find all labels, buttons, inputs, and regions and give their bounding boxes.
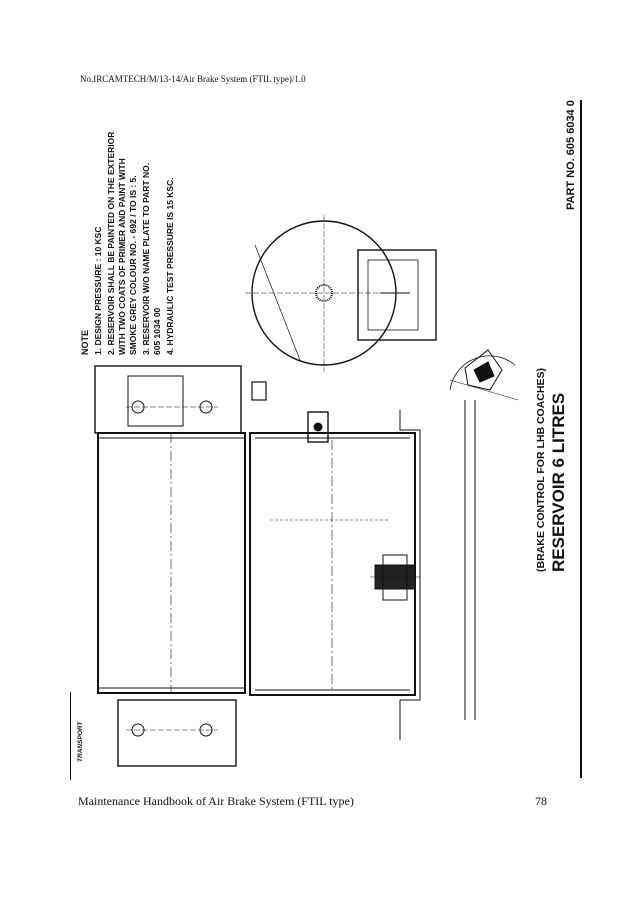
valve-detail-view bbox=[449, 349, 519, 401]
drain-plug-detail bbox=[370, 554, 420, 601]
reservoir-side-view bbox=[97, 432, 246, 694]
note-line: 605 1034 00 bbox=[152, 307, 162, 355]
drawing-notes: NOTE 1. DESIGN PRESSURE : 10 KSC 2. RESE… bbox=[80, 132, 175, 355]
part-number: PART NO. 605 6034 00 bbox=[565, 100, 577, 210]
upper-mounting-bracket bbox=[94, 365, 242, 434]
transport-label: TRANSPORT bbox=[77, 721, 84, 762]
note-line: SMOKE GREY COLOUR NO. - 692 / TO IS : 5. bbox=[128, 175, 138, 355]
drawing-subtitle: (BRAKE CONTROL FOR LHB COACHES) bbox=[535, 368, 547, 572]
page-number: 78 bbox=[535, 794, 547, 808]
side-port-boss bbox=[251, 381, 329, 443]
footer-title: Maintenance Handbook of Air Brake System… bbox=[78, 794, 354, 808]
mounting-strap bbox=[399, 400, 476, 740]
lower-mounting-bracket bbox=[117, 699, 237, 767]
document-reference: No.IRCAMTECH/M/13-14/Air Brake System (F… bbox=[80, 74, 306, 84]
note-line: 1. DESIGN PRESSURE : 10 KSC bbox=[93, 227, 103, 355]
reservoir-section-view bbox=[249, 432, 416, 696]
notes-title: NOTE bbox=[80, 330, 90, 355]
note-line: 4. HYDRAULIC TEST PRESSURE IS 15 KSC. bbox=[165, 177, 175, 355]
note-line: WITH TWO COATS OF PRIMER AND PAINT WITH bbox=[117, 158, 127, 355]
drawing-title: RESERVOIR 6 LITRES bbox=[549, 393, 568, 572]
reservoir-end-view bbox=[245, 215, 437, 372]
note-line: 2. RESERVOIR SHALL BE PAINTED ON THE EXT… bbox=[106, 132, 116, 355]
note-line: 3. RESERVOIR W/O NAME PLATE TO PART NO. bbox=[141, 163, 151, 355]
reservoir-engineering-drawing: NOTE 1. DESIGN PRESSURE : 10 KSC 2. RESE… bbox=[70, 100, 582, 780]
